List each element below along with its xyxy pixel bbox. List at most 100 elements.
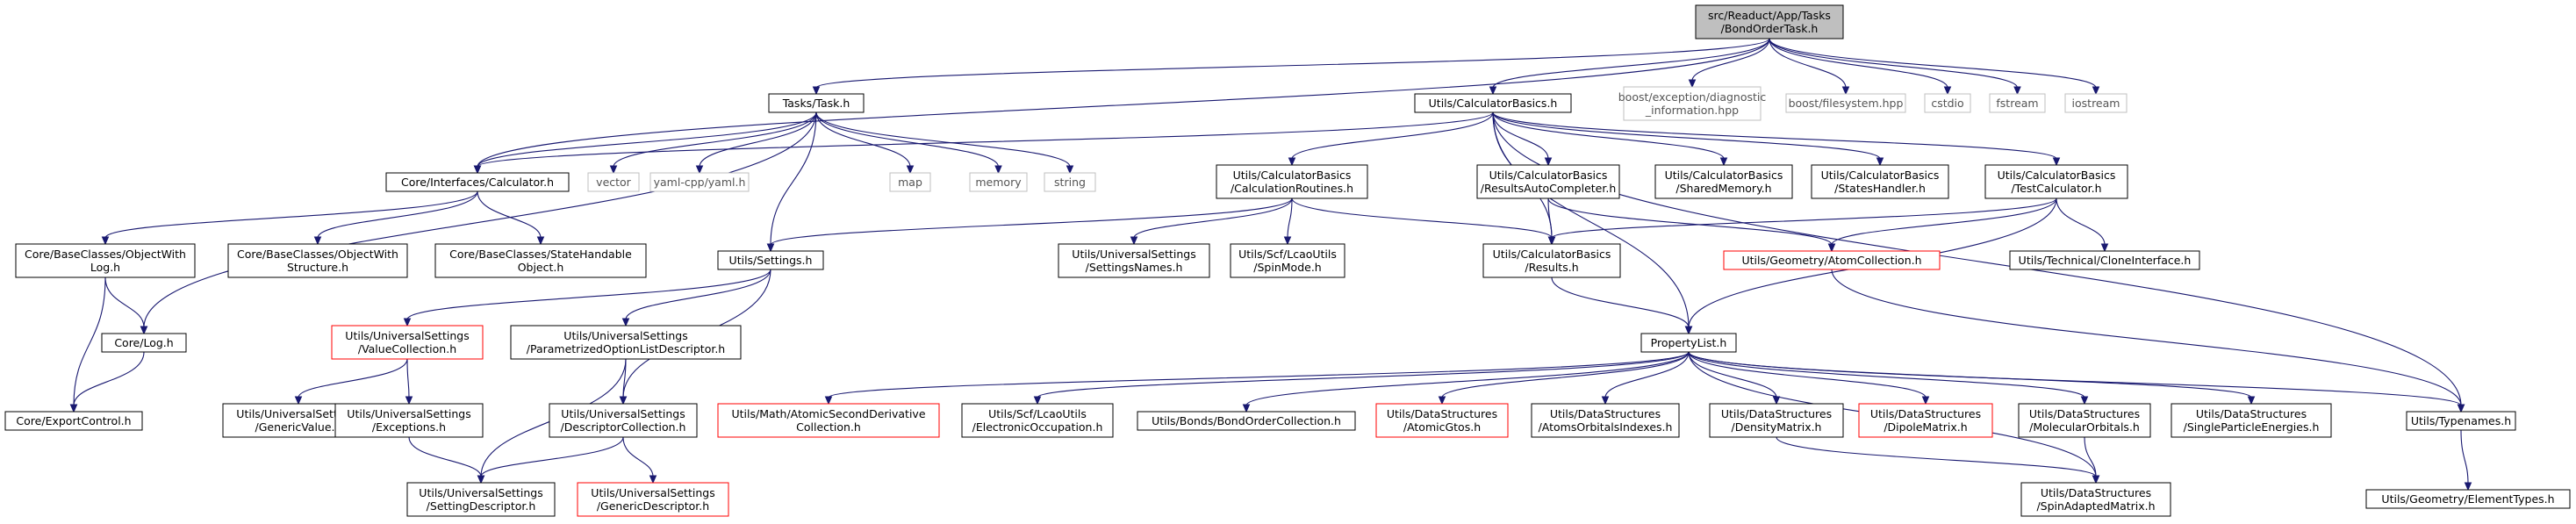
node-clone[interactable]: Utils/Technical/CloneInterface.h xyxy=(2009,250,2200,270)
node-box xyxy=(1216,164,1368,199)
edge-line xyxy=(1551,276,1690,328)
node-label: /ValueCollection.h xyxy=(358,342,456,355)
node-elecocc[interactable]: Utils/Scf/LcaoUtils/ElectronicOccupation… xyxy=(961,403,1114,438)
node-settings[interactable]: Utils/Settings.h xyxy=(717,250,824,270)
edge-line xyxy=(104,190,478,239)
arrow-head-icon xyxy=(140,326,148,335)
node-box xyxy=(406,482,556,517)
node-cstdio: cstdio xyxy=(1924,93,1971,113)
edge-line xyxy=(1547,197,1833,246)
node-density[interactable]: Utils/DataStructures/DensityMatrix.h xyxy=(1709,403,1844,438)
edge-calculator-to-objwithlog xyxy=(101,190,478,246)
node-label: src/Readuct/App/Tasks xyxy=(1708,9,1831,22)
edge-testcalc-to-atomcoll xyxy=(1827,197,2057,253)
node-results[interactable]: Utils/CalculatorBasics/Results.h xyxy=(1482,243,1621,278)
node-box xyxy=(434,243,647,278)
node-typenames[interactable]: Utils/Typenames.h xyxy=(2406,411,2516,431)
node-box xyxy=(1476,164,1620,199)
node-label: string xyxy=(1054,176,1086,189)
edge-line xyxy=(1688,351,2085,398)
node-spinmode[interactable]: Utils/Scf/LcaoUtils/SpinMode.h xyxy=(1230,243,1345,278)
node-spinadapted[interactable]: Utils/DataStructures/SpinAdaptedMatrix.h xyxy=(2020,482,2171,517)
node-box xyxy=(2365,489,2571,509)
edge-proplist-to-atomsorb xyxy=(1601,351,1690,406)
node-exceptions[interactable]: Utils/UniversalSettings/Exceptions.h xyxy=(334,403,484,438)
node-molorb[interactable]: Utils/DataStructures/MolecularOrbitals.h xyxy=(2018,403,2151,438)
node-box xyxy=(385,172,570,192)
node-task[interactable]: Tasks/Task.h xyxy=(768,93,865,113)
edge-proplist-to-atomicgtos xyxy=(1438,351,1690,406)
edge-line xyxy=(1769,38,1948,89)
edge-line xyxy=(1245,351,1690,406)
edge-line xyxy=(1831,269,2462,406)
node-calcbasics[interactable]: Utils/CalculatorBasics.h xyxy=(1414,93,1572,113)
node-label: Utils/CalculatorBasics xyxy=(1821,169,1940,182)
arrow-head-icon xyxy=(619,396,628,406)
node-bondorder: src/Readuct/App/Tasks/BondOrderTask.h xyxy=(1695,4,1844,39)
edge-line xyxy=(1688,351,1927,398)
edge-line xyxy=(828,351,1690,398)
edge-atomcoll-to-typenames xyxy=(1831,269,2465,413)
edge-line xyxy=(625,269,771,320)
edge-line xyxy=(1547,197,1553,239)
edge-calcbasics-to-sharedmem xyxy=(1492,111,1728,167)
node-elemtypes[interactable]: Utils/Geometry/ElementTypes.h xyxy=(2365,489,2571,509)
edge-proplist-to-atomicsecond xyxy=(824,351,1690,406)
arrow-head-icon xyxy=(812,86,821,96)
node-valuecoll[interactable]: Utils/UniversalSettings/ValueCollection.… xyxy=(331,325,484,360)
edge-calcbasics-to-resautocomp xyxy=(1492,111,1553,167)
arrow-head-icon xyxy=(2457,404,2465,413)
arrow-head-icon xyxy=(1288,157,1296,167)
edge-line xyxy=(477,190,542,239)
node-singlepart[interactable]: Utils/DataStructures/SingleParticleEnerg… xyxy=(2171,403,2332,438)
edge-line xyxy=(317,190,478,239)
edge-line xyxy=(1492,38,1770,89)
edge-line xyxy=(1688,351,2462,406)
node-label: Structure.h xyxy=(287,261,348,274)
node-label: /AtomsOrbitalsIndexes.h xyxy=(1539,420,1673,434)
node-box xyxy=(2020,482,2171,517)
edge-results-to-proplist xyxy=(1551,276,1693,335)
node-atomicsecond[interactable]: Utils/Math/AtomicSecondDerivativeCollect… xyxy=(717,403,940,438)
node-label: Core/Interfaces/Calculator.h xyxy=(401,176,554,189)
node-label: Utils/UniversalSettings xyxy=(563,329,687,342)
edge-line xyxy=(1831,197,2057,246)
node-sharedmem[interactable]: Utils/CalculatorBasics/SharedMemory.h xyxy=(1654,164,1793,199)
node-log[interactable]: Core/Log.h xyxy=(101,333,187,353)
node-label: Tasks/Task.h xyxy=(782,97,850,110)
node-calculator[interactable]: Core/Interfaces/Calculator.h xyxy=(385,172,570,192)
node-atomsorb[interactable]: Utils/DataStructures/AtomsOrbitalsIndexe… xyxy=(1531,403,1680,438)
edge-bondorder-to-calculator xyxy=(473,38,1770,175)
edge-testcalc-to-clone xyxy=(2056,197,2109,253)
node-atomcoll[interactable]: Utils/Geometry/AtomCollection.h xyxy=(1723,250,1941,270)
node-label: Utils/Math/AtomicSecondDerivative xyxy=(731,407,925,420)
node-label: yaml-cpp/yaml.h xyxy=(654,176,746,189)
node-label: /Exceptions.h xyxy=(372,420,446,434)
arrow-head-icon xyxy=(477,475,485,485)
edge-line xyxy=(770,197,1293,246)
node-resautocomp[interactable]: Utils/CalculatorBasics/ResultsAutoComple… xyxy=(1476,164,1620,199)
node-testcalc[interactable]: Utils/CalculatorBasics/TestCalculator.h xyxy=(1984,164,2128,199)
node-label: Utils/DataStructures xyxy=(2041,486,2151,499)
edge-line xyxy=(1291,197,1553,239)
node-settingdesc[interactable]: Utils/UniversalSettings/SettingDescripto… xyxy=(406,482,556,517)
node-dipole[interactable]: Utils/DataStructures/DipoleMatrix.h xyxy=(1858,403,1993,438)
arrow-head-icon xyxy=(649,475,657,485)
node-export[interactable]: Core/ExportControl.h xyxy=(4,411,143,431)
node-desccoll[interactable]: Utils/UniversalSettings/DescriptorCollec… xyxy=(549,403,698,438)
node-genericdesc[interactable]: Utils/UniversalSettings/GenericDescripto… xyxy=(577,482,729,517)
node-stateshandler[interactable]: Utils/CalculatorBasics/StatesHandler.h xyxy=(1811,164,1949,199)
node-box xyxy=(1695,4,1844,39)
node-bondordercoll[interactable]: Utils/Bonds/BondOrderCollection.h xyxy=(1137,411,1356,431)
node-atomicgtos[interactable]: Utils/DataStructures/AtomicGtos.h xyxy=(1375,403,1509,438)
node-proplist[interactable]: PropertyList.h xyxy=(1640,333,1737,353)
node-label: /AtomicGtos.h xyxy=(1403,420,1481,434)
edge-bondorder-to-task xyxy=(812,38,1770,96)
node-settingsnames[interactable]: Utils/UniversalSettings/SettingsNames.h xyxy=(1058,243,1210,278)
node-box xyxy=(587,172,640,192)
node-calcroutines[interactable]: Utils/CalculatorBasics/CalculationRoutin… xyxy=(1216,164,1368,199)
node-paramoption[interactable]: Utils/UniversalSettings/ParametrizedOpti… xyxy=(510,325,742,360)
